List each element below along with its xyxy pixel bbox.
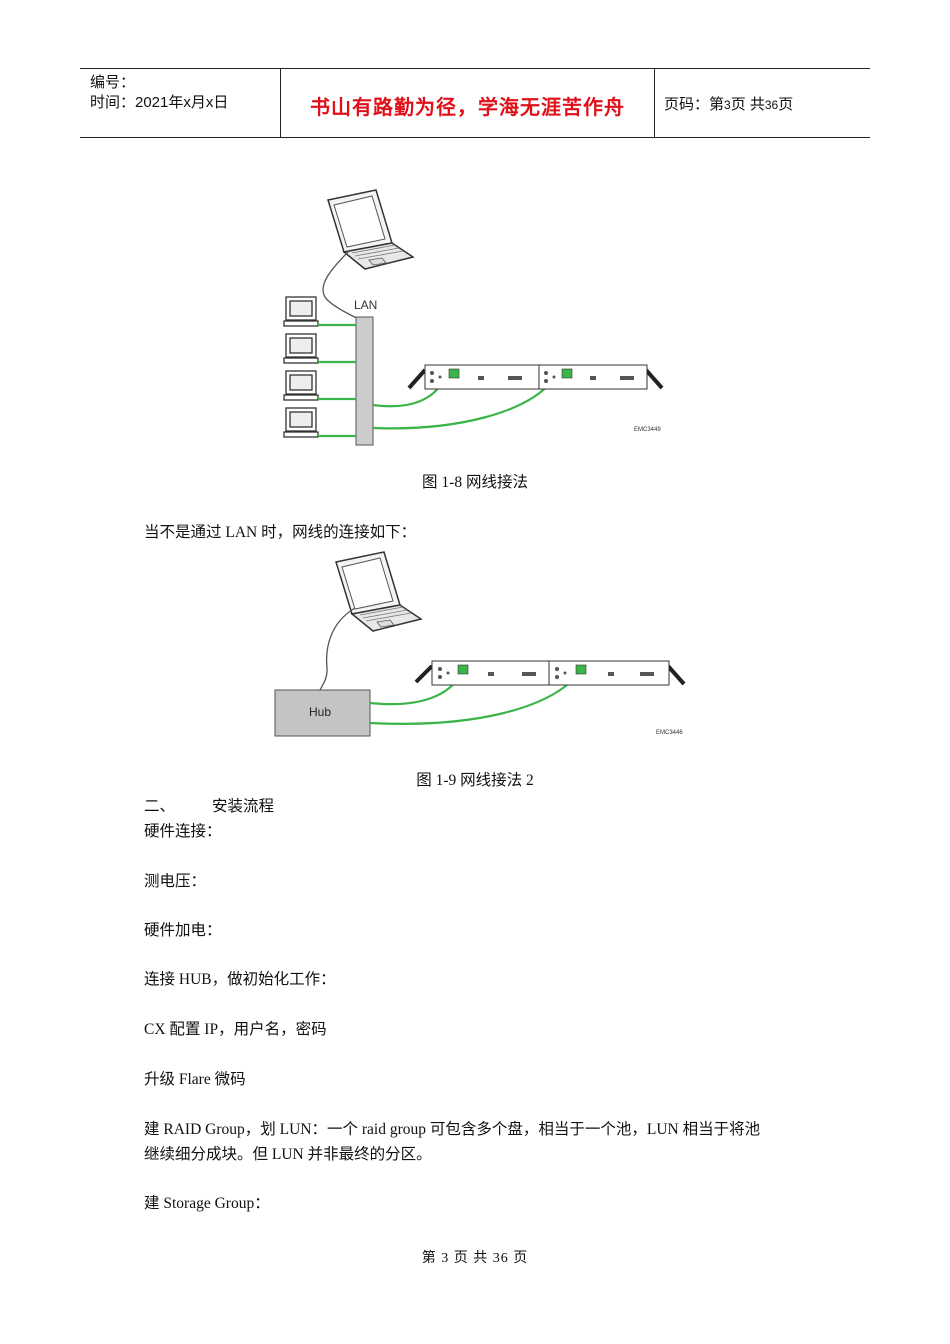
- page-suffix: 页: [778, 96, 794, 113]
- hub-box: [274, 689, 371, 737]
- figure1-caption: 图 1-8 网线接法: [422, 474, 528, 491]
- header-left-cell: 编号： 时间：2021年x月x日: [80, 69, 280, 137]
- step-configure-ip: CX 配置 IP，用户名，密码: [144, 1021, 327, 1038]
- laptop-cable: [319, 607, 356, 691]
- header-center-cell: 书山有路勤为径，学海无涯苦作舟: [280, 69, 655, 137]
- laptop-icon: [335, 551, 423, 632]
- step-storage-group: 建 Storage Group：: [144, 1195, 270, 1212]
- figure1-code: EMC3449: [634, 427, 661, 433]
- storage-processor-chassis: [407, 364, 664, 390]
- header-motto: 书山有路勤为径，学海无涯苦作舟: [310, 97, 625, 119]
- page-current: 3: [724, 98, 731, 112]
- section-title: 安装流程: [212, 798, 275, 815]
- step-measure-voltage: 测电压：: [144, 873, 207, 890]
- header-table: 编号： 时间：2021年x月x日 书山有路勤为径，学海无涯苦作舟 页码：第3页 …: [80, 68, 870, 138]
- figure-lan-wiring: LAN EMC3449: [283, 189, 664, 446]
- step-raid-group-line1: 建 RAID Group，划 LUN：一个 raid group 可包含多个盘，…: [144, 1121, 761, 1138]
- page-footer: 第 3 页 共 36 页: [421, 1251, 529, 1266]
- document-number-label: 编号：: [90, 74, 136, 91]
- storage-processor-chassis: [414, 660, 686, 686]
- page-prefix: 页码：第: [664, 96, 725, 113]
- figure-hub-wiring: Hub EMC3446: [274, 551, 686, 737]
- header-page-indicator: 页码：第3页 共36页: [664, 93, 793, 114]
- lan-label: LAN: [354, 298, 377, 312]
- step-connect-hub: 连接 HUB，做初始化工作：: [144, 971, 336, 988]
- laptop-cable: [322, 249, 364, 322]
- hub-label: Hub: [309, 705, 331, 719]
- intro-paragraph: 当不是通过 LAN 时，网线的连接如下：: [144, 524, 417, 541]
- step-power-on: 硬件加电：: [144, 922, 222, 939]
- page-total: 36: [764, 98, 779, 112]
- monitor-icons: [283, 296, 319, 438]
- laptop-icon: [327, 189, 415, 270]
- document-date-label: 时间：2021年x月x日: [90, 94, 229, 111]
- figure2-code: EMC3446: [656, 730, 683, 736]
- step-upgrade-flare: 升级 Flare 微码: [144, 1071, 246, 1088]
- section-number: 二、: [144, 798, 176, 815]
- figure2-caption: 图 1-9 网线接法 2: [416, 772, 534, 789]
- header-right-cell: 页码：第3页 共36页: [654, 69, 870, 137]
- lan-backbone: [355, 316, 374, 446]
- page-mid: 页 共: [730, 96, 765, 113]
- step-hardware-connect: 硬件连接：: [144, 823, 222, 840]
- step-raid-group-line2: 继续细分成块。但 LUN 并非最终的分区。: [144, 1146, 432, 1163]
